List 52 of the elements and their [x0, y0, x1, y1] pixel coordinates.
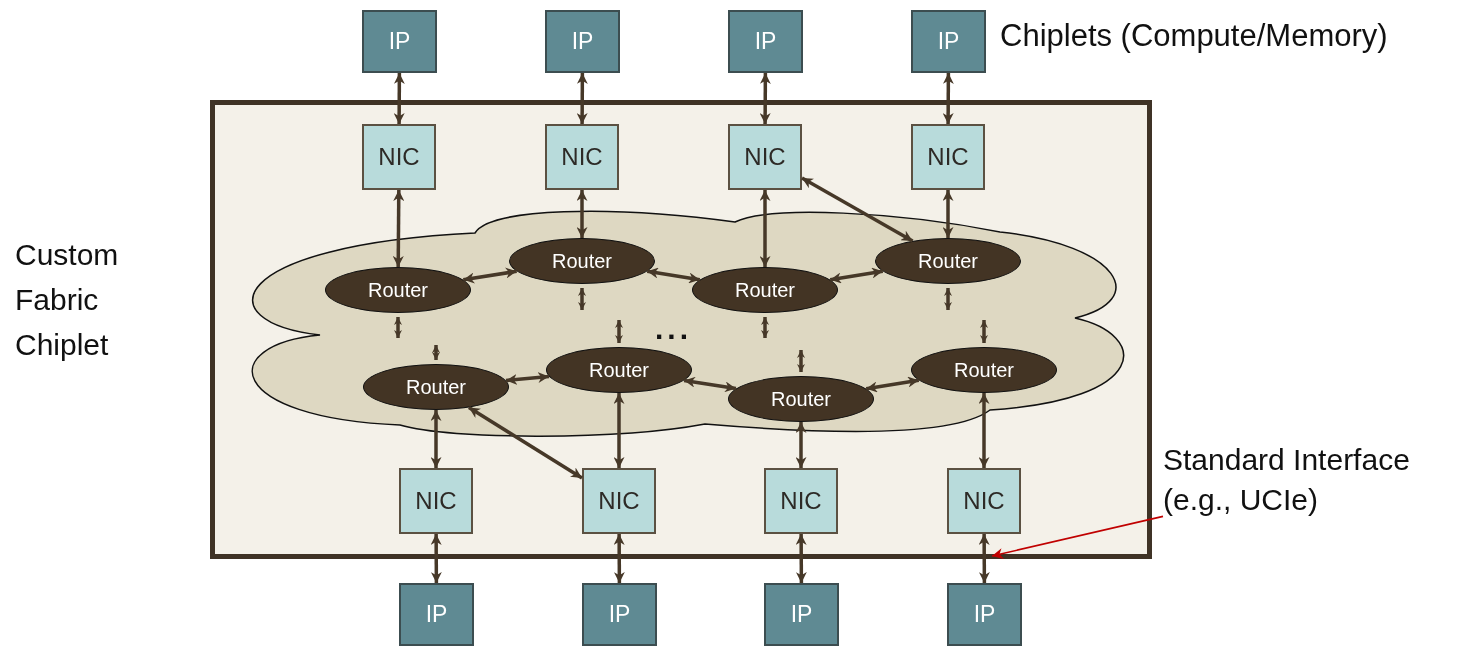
double-arrow — [394, 317, 402, 338]
nic-block: NIC — [582, 468, 656, 534]
double-arrow — [578, 288, 586, 310]
chiplet-heading: Custom Fabric Chiplet — [15, 237, 120, 363]
double-arrow — [576, 73, 588, 124]
double-arrow — [980, 320, 988, 343]
ip-block: IP — [362, 10, 437, 73]
nic-block: NIC — [911, 124, 985, 190]
double-arrow — [759, 190, 771, 267]
double-arrow — [683, 376, 737, 393]
nic-block: NIC — [545, 124, 619, 190]
callout-text: Standard Interface (e.g., UCIe) — [1163, 440, 1468, 522]
double-arrow — [505, 372, 550, 385]
ellipsis-text: ... — [655, 312, 692, 346]
nic-block: NIC — [764, 468, 838, 534]
ip-block: IP — [399, 583, 474, 646]
double-arrow — [613, 393, 625, 468]
ip-block: IP — [947, 583, 1022, 646]
double-arrow — [942, 190, 954, 238]
chiplets-label: Chiplets (Compute/Memory) — [1000, 18, 1388, 54]
double-arrow — [865, 376, 920, 393]
double-arrow — [430, 534, 442, 583]
double-arrow — [759, 73, 771, 124]
double-arrow — [613, 534, 625, 583]
ip-block: IP — [582, 583, 657, 646]
double-arrow — [795, 534, 807, 583]
ip-block: IP — [545, 10, 620, 73]
double-arrow — [392, 190, 405, 267]
double-arrow — [615, 320, 623, 343]
double-arrow — [797, 350, 805, 372]
double-arrow — [795, 422, 807, 468]
nic-block: NIC — [728, 124, 802, 190]
double-arrow — [463, 267, 517, 284]
double-arrow — [944, 288, 952, 310]
nic-block: NIC — [362, 124, 436, 190]
double-arrow — [393, 73, 405, 124]
nic-block: NIC — [399, 468, 473, 534]
double-arrow — [942, 73, 954, 124]
double-arrow — [761, 317, 769, 338]
ip-block: IP — [911, 10, 986, 73]
double-arrow — [978, 534, 990, 583]
ip-block: IP — [728, 10, 803, 73]
nic-block: NIC — [947, 468, 1021, 534]
double-arrow — [801, 176, 914, 243]
ip-block: IP — [764, 583, 839, 646]
double-arrow — [646, 267, 701, 284]
double-arrow — [978, 393, 990, 468]
double-arrow — [576, 190, 588, 238]
double-arrow — [829, 267, 884, 284]
double-arrow — [430, 410, 442, 468]
double-arrow — [432, 345, 440, 360]
double-arrow — [467, 406, 583, 480]
